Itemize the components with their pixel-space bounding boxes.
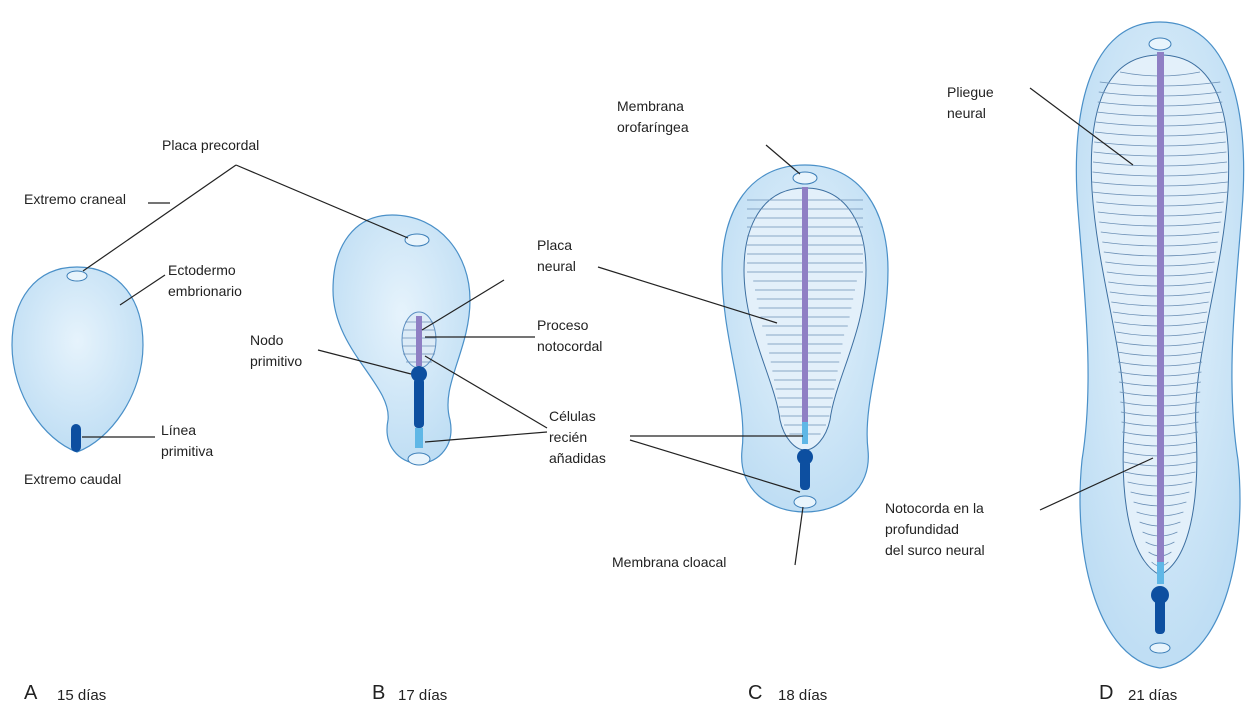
notochord-c (802, 187, 808, 422)
caption-days-d: 21 días (1128, 685, 1177, 707)
label-placa-precordal: Placa precordal (162, 135, 259, 156)
leader-lines (82, 88, 1153, 565)
label-nodo-primitivo: Nodo primitivo (250, 330, 302, 372)
new-cells-b (415, 428, 423, 448)
label-ectodermo-embrionario: Ectodermo embrionario (168, 260, 242, 302)
cloacal-membrane-c (794, 496, 816, 508)
label-proceso-notocordal: Proceso notocordal (537, 315, 602, 357)
label-extremo-craneal: Extremo craneal (24, 189, 126, 210)
cloacal-membrane-b (408, 453, 430, 465)
prechordal-plate-a (67, 271, 87, 281)
label-pliegue-neural: Pliegue neural (947, 82, 994, 124)
label-extremo-caudal: Extremo caudal (24, 469, 121, 490)
caption-days-c: 18 días (778, 685, 827, 707)
oropharyngeal-membrane-c (793, 172, 817, 184)
caption-days-b: 17 días (398, 685, 447, 707)
label-notocorda: Notocorda en la profundidad del surco ne… (885, 498, 985, 561)
prechordal-plate-b (405, 234, 429, 246)
disc-c (722, 165, 888, 512)
label-membrana-orofaringea: Membrana orofaríngea (617, 96, 689, 138)
label-membrana-cloacal: Membrana cloacal (612, 552, 726, 573)
disc-d (1076, 22, 1243, 668)
primitive-streak-d (1155, 598, 1165, 634)
new-cells-d (1157, 562, 1164, 584)
primitive-streak-a (71, 424, 81, 452)
notochordal-process-b (416, 316, 422, 366)
caption-letter-d: D (1099, 682, 1113, 704)
disc-b (333, 215, 470, 465)
caption-letter-a: A (24, 682, 37, 704)
primitive-streak-b (414, 378, 424, 428)
notochord-d (1157, 52, 1164, 562)
new-cells-c (802, 422, 808, 444)
caption-letter-b: B (372, 682, 385, 704)
label-placa-neural: Placa neural (537, 235, 576, 277)
caption-days-a: 15 días (57, 685, 106, 707)
label-linea-primitiva: Línea primitiva (161, 420, 213, 462)
disc-a (12, 267, 143, 452)
oropharyngeal-membrane-d (1149, 38, 1171, 50)
primitive-streak-c (800, 460, 810, 490)
caption-letter-c: C (748, 682, 762, 704)
cloacal-membrane-d (1150, 643, 1170, 653)
label-celulas-recien-anadidas: Células recién añadidas (549, 406, 606, 469)
